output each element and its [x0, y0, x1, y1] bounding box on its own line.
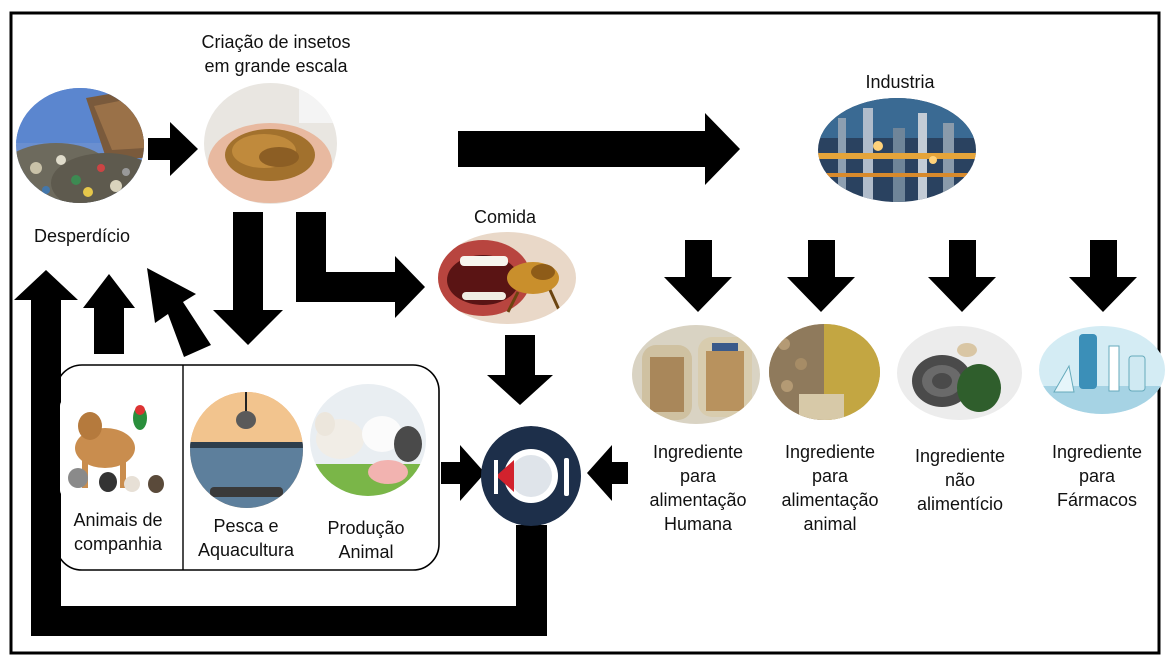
industry-photo — [818, 98, 976, 202]
arrow-industry-to-pharma-ingredient — [1069, 240, 1137, 312]
arrow-fishing-to-waste — [147, 268, 211, 357]
industry-label: Industria — [865, 72, 935, 92]
animal-feed-ingredient-photo — [769, 324, 880, 420]
arrow-waste-to-farming — [148, 122, 198, 176]
livestock-photo — [310, 384, 426, 496]
non-food-ingredient-photo — [897, 326, 1022, 420]
food-label: Comida — [473, 207, 537, 227]
food-photo — [438, 232, 576, 324]
arrow-food-to-plate — [487, 335, 553, 405]
animal-sectors-box — [55, 364, 440, 571]
waste-photo — [16, 88, 144, 203]
human-food-ingredient-photo — [632, 325, 760, 424]
diagram-frame — [9, 11, 1161, 655]
fishing-photo — [190, 392, 303, 508]
waste-label: Desperdício — [33, 226, 131, 246]
plate-icon — [480, 426, 582, 526]
arrow-industry-to-animal-ingredient — [787, 240, 855, 312]
pets-photo — [60, 398, 180, 498]
arrow-pets-to-waste — [83, 274, 135, 354]
arrow-industry-to-human-ingredient — [664, 240, 732, 312]
arrow-ingredients-to-plate — [587, 445, 628, 501]
arrow-farming-down — [213, 212, 283, 345]
arrow-animals-to-plate — [441, 445, 485, 501]
arrow-industry-to-nonfood-ingredient — [928, 240, 996, 312]
arrow-farming-to-industry — [458, 113, 740, 185]
insect-farming-photo — [204, 83, 337, 204]
arrow-farming-to-food — [296, 212, 425, 318]
pharma-ingredient-photo — [1039, 326, 1165, 414]
